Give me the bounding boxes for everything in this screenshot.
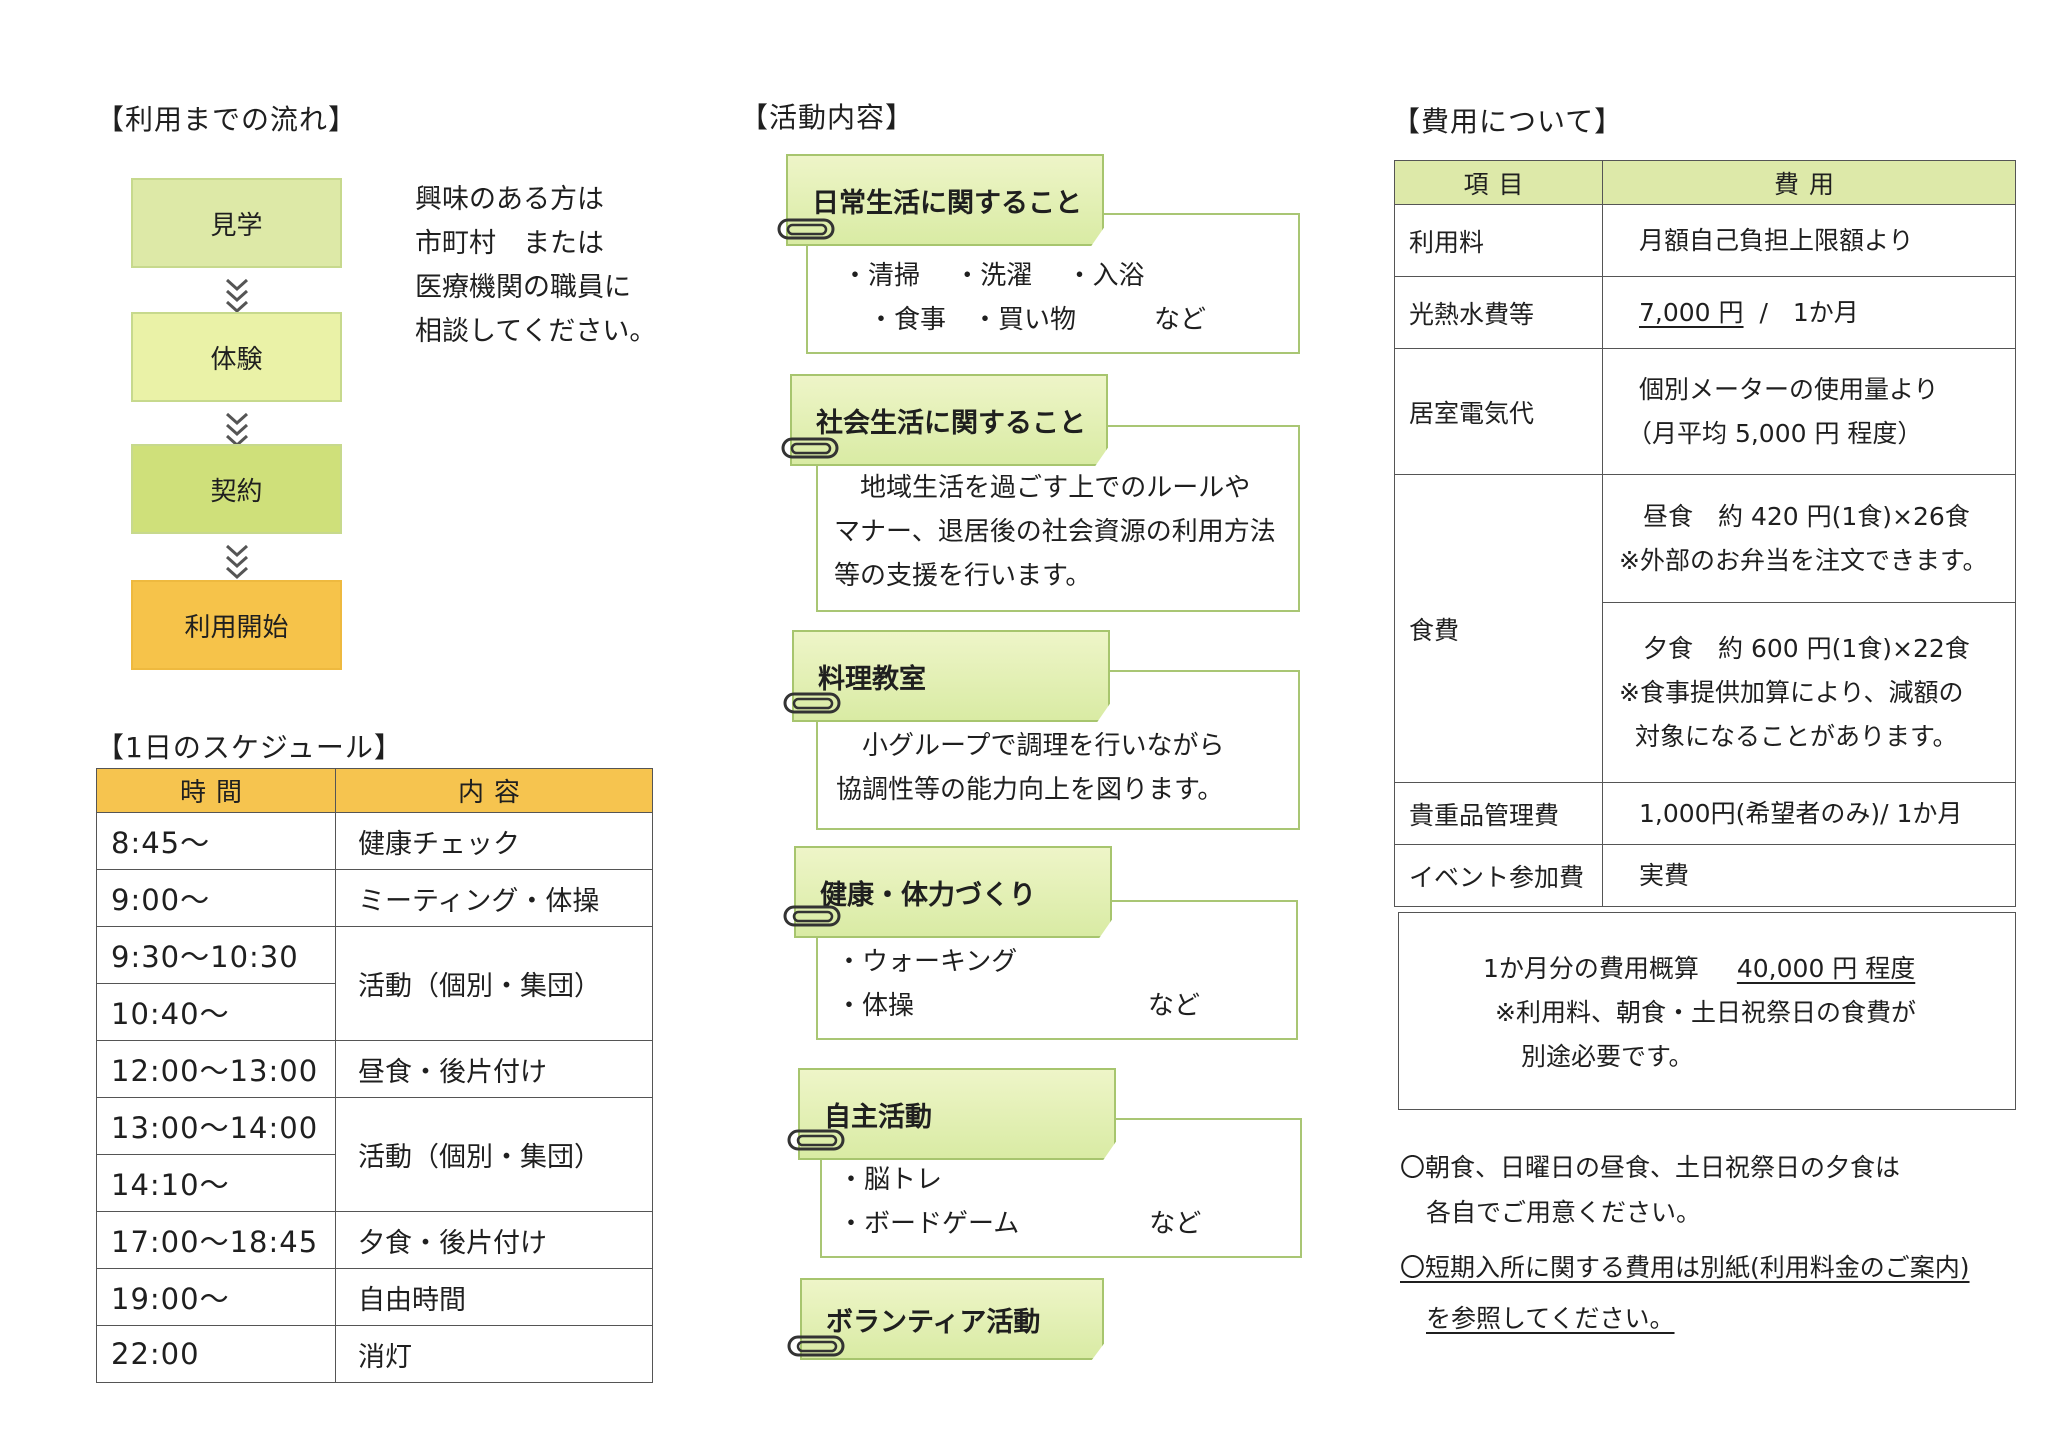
table-row: イベント参加費 実費 <box>1394 844 2016 907</box>
activity-self-directed-text: ・脳トレ ・ボードゲーム など <box>838 1165 1202 1239</box>
activity-social-life-text: 地域生活を過ごす上でのルールや マナー、退居後の社会資源の利用方法 等の支援を行… <box>834 473 1276 591</box>
table-row: 19:00～ 自由時間 <box>96 1268 653 1326</box>
note-line: 〇朝食、日曜日の昼食、土日祝祭日の夕食は <box>1400 1153 1901 1182</box>
table-row: 22:00 消灯 <box>96 1325 653 1383</box>
table-row: 10:40～ <box>96 983 653 1041</box>
cost-table: 項目 費用 利用料 月額自己負担上限額より 光熱水費等 7,000 円 / 1か… <box>1394 160 2016 907</box>
consult-text: 興味のある方は 市町村 または 医療機関の職員に 相談してください。 <box>415 184 657 347</box>
summary-note: 別途必要です。 <box>1521 1042 1694 1071</box>
chevron-down-icon <box>225 544 249 580</box>
schedule-header-activity: 内容 <box>335 768 653 813</box>
activity-cooking-text: 小グループで調理を行いながら 協調性等の能力向上を図ります。 <box>836 731 1225 805</box>
note-line: 〇短期入所に関する費用は別紙(利用料金のご案内) <box>1400 1253 1970 1282</box>
utilities-amount: 7,000 円 <box>1639 297 1744 327</box>
note-line: を参照してください。 <box>1426 1304 1675 1333</box>
flow-step-visit: 見学 <box>131 178 342 268</box>
table-row: 8:45～ 健康チェック <box>96 812 653 870</box>
cost-header-fee: 費用 <box>1602 160 2016 205</box>
flow-step-contract: 契約 <box>131 444 342 534</box>
schedule-header-time: 時間 <box>96 768 336 813</box>
cost-header-item: 項目 <box>1394 160 1603 205</box>
activity-social-life-label: 社会生活に関すること <box>790 374 1108 466</box>
flow-step-trial: 体験 <box>131 312 342 402</box>
paperclip-icon <box>783 692 841 714</box>
table-row: 貴重品管理費 1,000円(希望者のみ)/ 1か月 <box>1394 782 2016 845</box>
activity-cooking-label: 料理教室 <box>792 630 1110 722</box>
flow-title: 【利用までの流れ】 <box>96 103 358 136</box>
table-row: 13:00～14:00 活動（個別・集団） <box>96 1097 653 1212</box>
cost-notes: 〇朝食、日曜日の昼食、土日祝祭日の夕食は 各自でご用意ください。 〇短期入所に関… <box>1400 1142 1970 1344</box>
activity-volunteer-label: ボランティア活動 <box>800 1278 1104 1360</box>
cost-summary-box: 1か月分の費用概算 40,000 円 程度 ※利用料、朝食・土日祝祭日の食費が … <box>1398 912 2016 1110</box>
table-row: 居室電気代 個別メーターの使用量より （月平均 5,000 円 程度） <box>1394 348 2016 475</box>
paperclip-icon <box>783 905 841 927</box>
table-row: 9:00～ ミーティング・体操 <box>96 869 653 927</box>
activity-self-directed-label: 自主活動 <box>798 1068 1116 1160</box>
summary-label: 1か月分の費用概算 <box>1483 954 1699 983</box>
table-row: 12:00～13:00 昼食・後片付け <box>96 1040 653 1098</box>
schedule-table: 時間 内容 8:45～ 健康チェック 9:00～ ミーティング・体操 9:30～… <box>96 768 653 1383</box>
schedule-title: 【1日のスケジュール】 <box>96 731 403 764</box>
paperclip-icon <box>787 1129 845 1151</box>
cost-header-row: 項目 費用 <box>1394 160 2016 205</box>
paperclip-icon <box>787 1335 845 1357</box>
activity-daily-life-text: ・清掃 ・洗濯 ・入浴 ・食事 ・買い物 など <box>842 261 1207 335</box>
schedule-header-row: 時間 内容 <box>96 768 653 813</box>
chevron-down-icon <box>225 278 249 314</box>
summary-amount: 40,000 円 程度 <box>1736 954 1916 983</box>
activity-health-text: ・ウォーキング ・体操 など <box>836 947 1201 1021</box>
paperclip-icon <box>777 218 835 240</box>
table-row: 食費 昼食 約 420 円(1食)×26食 ※外部のお弁当を注文できます。 <box>1394 474 2016 783</box>
table-row: 利用料 月額自己負担上限額より <box>1394 204 2016 277</box>
activity-health-label: 健康・体力づくり <box>794 846 1112 938</box>
cost-title: 【費用について】 <box>1392 105 1624 138</box>
summary-note: ※利用料、朝食・土日祝祭日の食費が <box>1495 998 1916 1027</box>
activity-daily-life-label: 日常生活に関すること <box>786 154 1104 246</box>
paperclip-icon <box>781 437 839 459</box>
note-line: 各自でご用意ください。 <box>1426 1198 1702 1227</box>
table-row: 光熱水費等 7,000 円 / 1か月 <box>1394 276 2016 349</box>
flow-step-start: 利用開始 <box>131 580 342 670</box>
activities-title: 【活動内容】 <box>740 101 915 134</box>
table-row: 17:00～18:45 夕食・後片付け <box>96 1211 653 1269</box>
table-row: 夕食 約 600 円(1食)×22食 ※食事提供加算により、減額の 対象になるこ… <box>1395 602 2016 783</box>
table-row: 9:30～10:30 活動（個別・集団） <box>96 926 653 1041</box>
